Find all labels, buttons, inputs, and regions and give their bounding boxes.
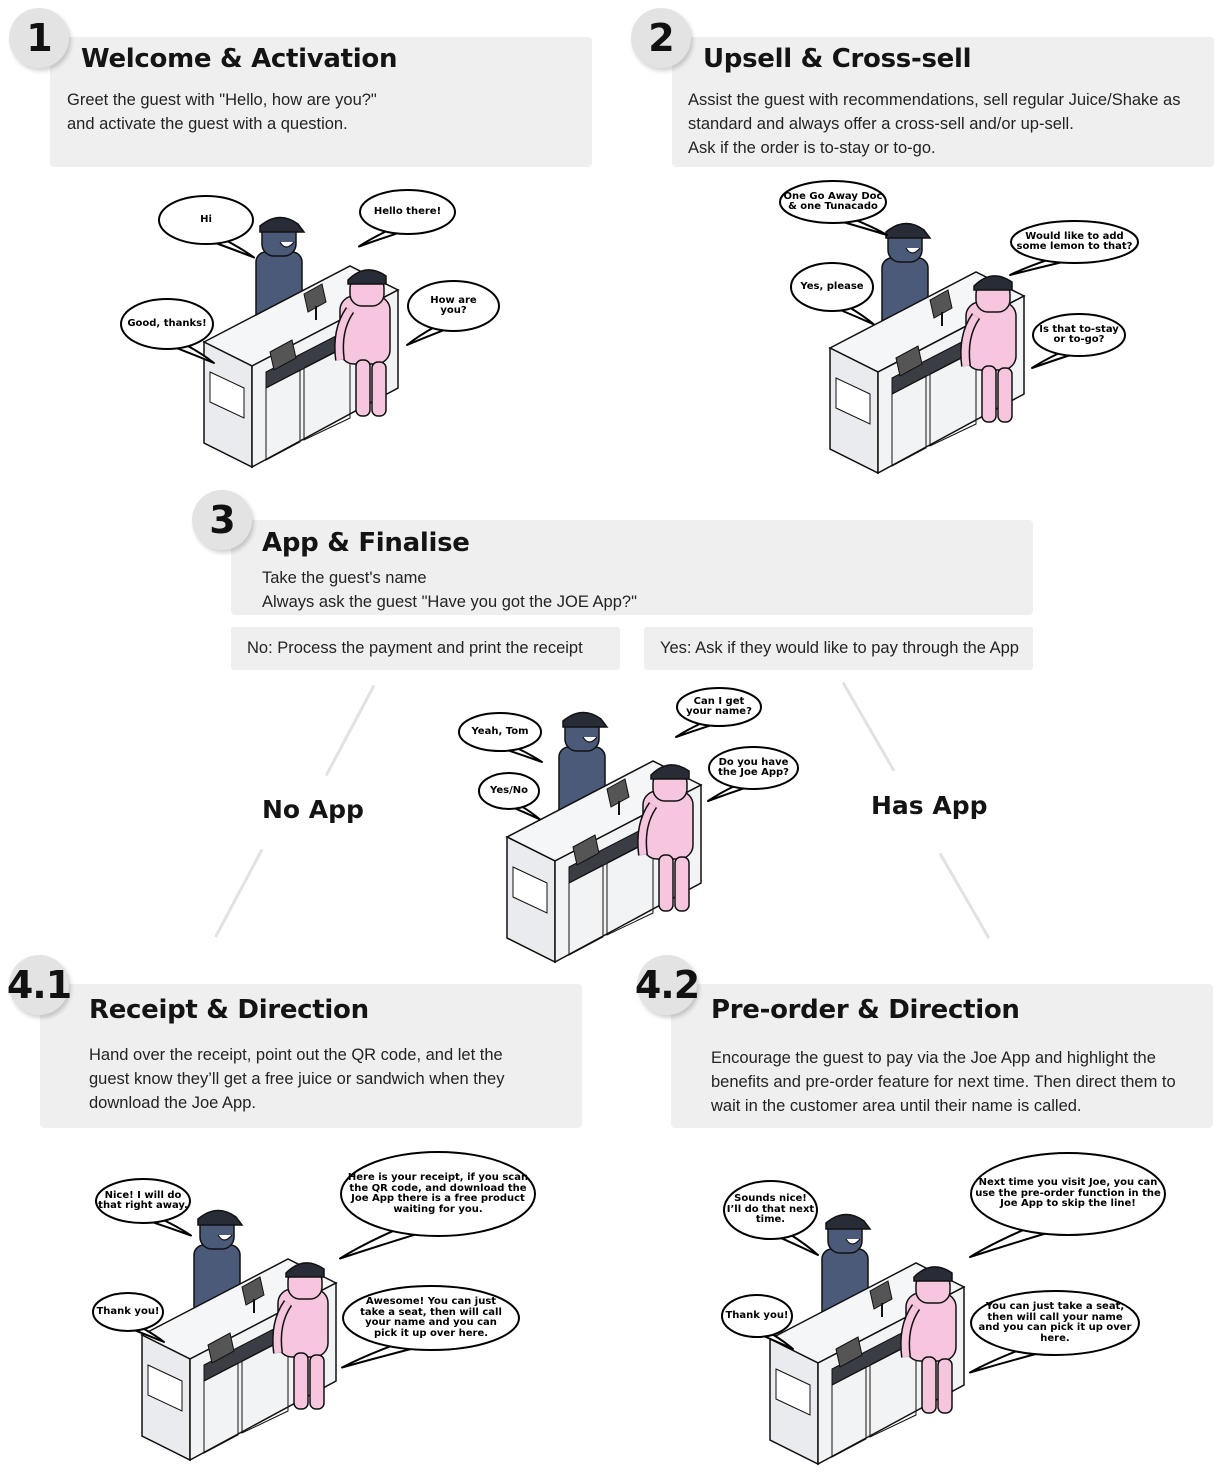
step-4-1-badge: 4.1 <box>7 955 72 1015</box>
guest-figure <box>334 269 391 417</box>
bubble-staff-receipt-qr: Here is your receipt, if you scan the QR… <box>339 1151 536 1260</box>
bubble-staff-take-seat-2: You can just take a seat, then will call… <box>969 1290 1140 1374</box>
option-has-app: Yes: Ask if they would like to pay throu… <box>644 627 1033 670</box>
option-no-app: No: Process the payment and print the re… <box>231 627 620 670</box>
step-4-2-panel <box>671 984 1213 1128</box>
scene-upsell <box>826 218 1031 483</box>
bubble-guest-sounds-nice: Sounds nice! I’ll do that next time. <box>723 1180 819 1256</box>
step-2-title: Upsell & Cross-sell <box>703 44 972 74</box>
guest-figure <box>637 764 694 912</box>
connector-has-app-upper <box>841 681 896 772</box>
step-2-panel <box>672 37 1214 167</box>
guest-figure <box>960 275 1017 423</box>
step-4-1-description: Hand over the receipt, point out the QR … <box>89 1046 505 1112</box>
bubble-guest-thank-you-2: Thank you! <box>721 1294 794 1350</box>
step-4-1-title: Receipt & Direction <box>89 995 369 1025</box>
scene-welcome <box>200 212 405 477</box>
bubble-staff-add-lemon: Would like to add some lemon to that? <box>1009 220 1139 276</box>
bubble-guest-yeah-tom: Yeah, Tom <box>458 712 543 763</box>
step-1-badge: 1 <box>9 8 69 68</box>
bubble-guest-how-are-you: How are you? <box>406 280 500 346</box>
scene-receipt <box>138 1205 343 1470</box>
branch-label-has-app: Has App <box>871 791 988 820</box>
bubble-staff-hi: Hi <box>158 195 255 259</box>
branch-label-no-app: No App <box>262 795 364 824</box>
bubble-guest-order: One Go Away Doc & one Tunacado <box>779 180 888 236</box>
scene-preorder <box>766 1209 971 1474</box>
step-1-panel <box>50 37 592 167</box>
guest-figure <box>900 1266 957 1414</box>
bubble-guest-yes-please: Yes, please <box>790 262 875 326</box>
connector-no-app-lower <box>214 848 264 938</box>
bubble-staff-good-thanks: Good, thanks! <box>120 298 215 364</box>
step-1-title: Welcome & Activation <box>81 44 398 74</box>
bubble-guest-hello: Hello there! <box>358 189 456 248</box>
step-3-title: App & Finalise <box>262 528 470 558</box>
step-3-panel <box>231 520 1033 615</box>
step-3-badge: 3 <box>192 490 252 550</box>
connector-no-app-upper <box>324 684 376 777</box>
connector-has-app-lower <box>938 852 991 940</box>
bubble-guest-will-do: Nice! I will do that right away. <box>95 1178 192 1237</box>
scene-app <box>503 707 708 972</box>
bubble-guest-yes-no: Yes/No <box>478 772 541 821</box>
bubble-staff-your-name: Can I get your name? <box>675 687 762 738</box>
step-1-description: Greet the guest with "Hello, how are you… <box>67 91 377 133</box>
bubble-staff-joe-app: Do you have the Joe App? <box>707 746 799 802</box>
staff-figure <box>255 216 306 333</box>
step-4-1-panel <box>40 984 582 1128</box>
step-2-description: Assist the guest with recommendations, s… <box>688 91 1181 157</box>
step-4-2-title: Pre-order & Direction <box>711 995 1020 1025</box>
step-4-2-badge: 4.2 <box>635 955 700 1015</box>
bubble-staff-stay-or-go: Is that to-stay or to-go? <box>1031 313 1126 369</box>
bubble-staff-take-seat-1: Awesome! You can just take a seat, then … <box>341 1285 520 1369</box>
bubble-guest-thank-you-1: Thank you! <box>92 1292 165 1343</box>
step-2-badge: 2 <box>631 8 691 68</box>
bubble-staff-pre-order: Next time you visit Joe, you can use the… <box>969 1152 1166 1258</box>
step-4-2-description: Encourage the guest to pay via the Joe A… <box>711 1049 1176 1115</box>
guest-figure <box>272 1262 329 1410</box>
